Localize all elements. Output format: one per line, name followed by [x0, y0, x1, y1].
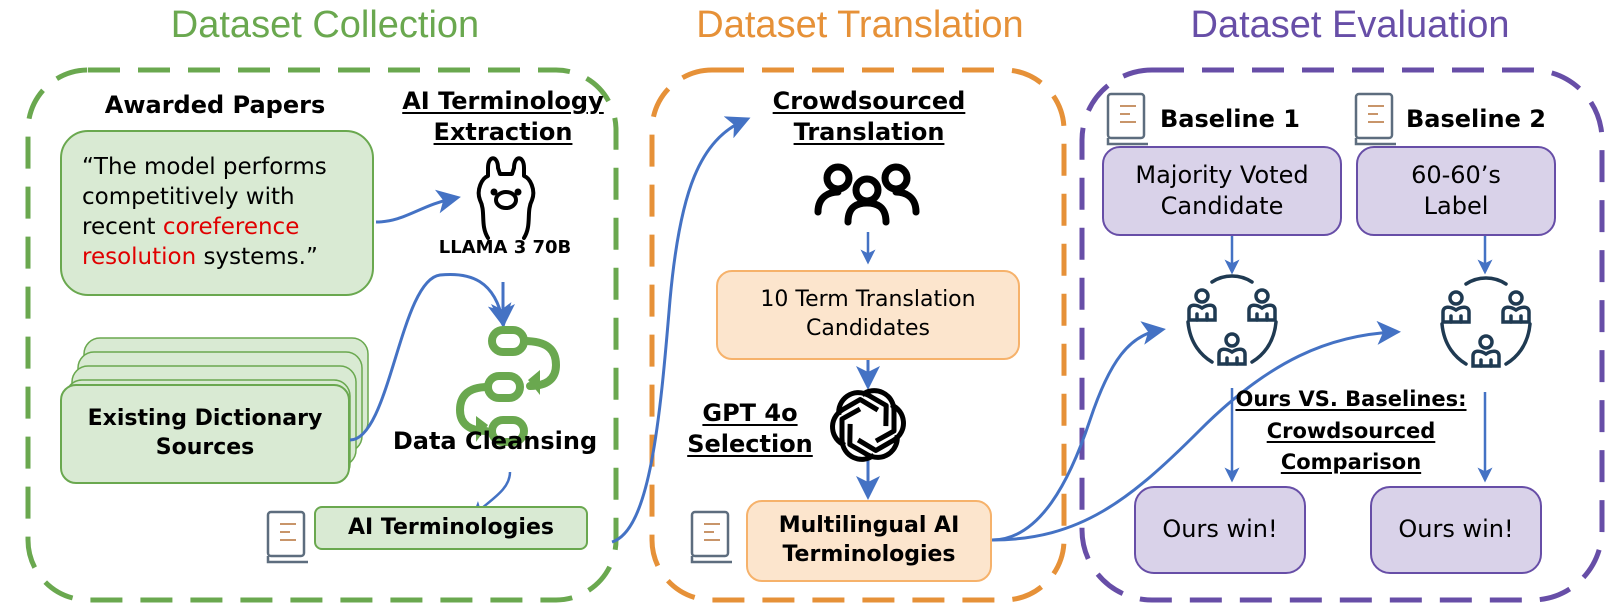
arrow-dict-to-cleansing: [349, 272, 512, 442]
multilingual-terminologies-box: Multilingual AI Terminologies: [746, 500, 992, 582]
result1-box: Ours win!: [1134, 486, 1306, 574]
baseline1-label: Baseline 1: [1160, 105, 1300, 133]
ai-terminologies-box: AI Terminologies: [314, 506, 588, 550]
comparison-title: Ours VS. Baselines: Crowdsourced Compari…: [1235, 387, 1467, 474]
crowd-icon: [814, 163, 920, 226]
team-icon-1: [1186, 274, 1278, 366]
crowdsourced-translation-title: Crowdsourced Translation: [772, 87, 966, 147]
dictionary-sources-box: Existing Dictionary Sources: [60, 384, 350, 484]
result2-box: Ours win!: [1370, 486, 1542, 574]
section-title-evaluation: Dataset Evaluation: [1190, 4, 1510, 46]
extraction-title: AI Terminology Extraction: [402, 87, 604, 147]
team-icon-2: [1440, 276, 1532, 368]
book-icon-translation: [690, 510, 732, 564]
quote-box: “The model performs competitively with r…: [60, 130, 374, 296]
awarded-papers-label: Awarded Papers: [104, 91, 326, 119]
baseline1-box: Majority Voted Candidate: [1102, 146, 1342, 236]
section-title-translation: Dataset Translation: [696, 4, 1024, 46]
llama-icon: [476, 156, 536, 240]
openai-icon: [825, 385, 911, 464]
gpt-selection-label: GPT 4o Selection: [687, 399, 813, 459]
book-icon-baseline2: [1354, 92, 1396, 146]
candidates-box: 10 Term Translation Candidates: [716, 270, 1020, 360]
baseline2-box: 60-60’s Label: [1356, 146, 1556, 236]
book-icon-collection: [266, 510, 308, 564]
arrow-quote-to-llama: [375, 189, 461, 224]
book-icon-baseline1: [1106, 92, 1148, 146]
model-label: LLAMA 3 70B: [438, 237, 572, 258]
highlighted-term: coreference resolution: [82, 214, 300, 270]
quote-text: “The model performs competitively with r…: [82, 154, 327, 270]
baseline2-label: Baseline 2: [1406, 105, 1546, 133]
data-cleansing-label: Data Cleansing: [392, 427, 598, 455]
section-title-collection: Dataset Collection: [170, 4, 480, 46]
